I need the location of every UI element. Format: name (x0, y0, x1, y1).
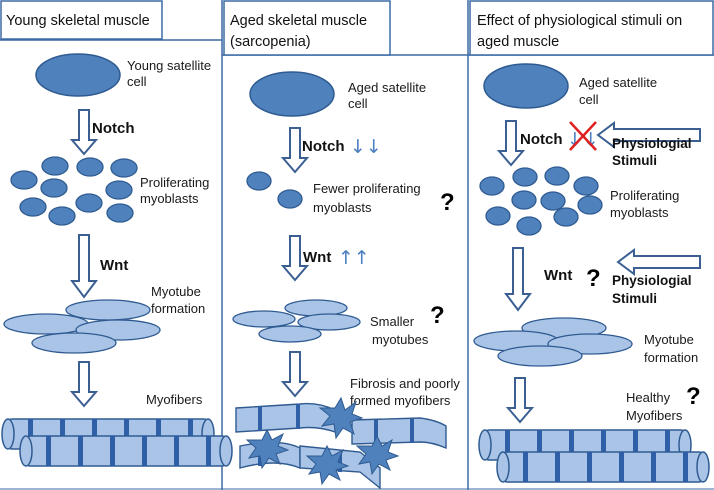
panel-young-title-box (0, 0, 163, 40)
stim-cell-label-1: Aged satellite (579, 75, 657, 90)
stim-myotubes (473, 317, 633, 367)
young-prolif-label-2: myoblasts (140, 191, 199, 206)
panel-stimuli-title-2: aged muscle (477, 34, 559, 50)
stim-tube-label-1: Myotube (644, 332, 694, 347)
stim-healthy-myofibers (478, 429, 710, 483)
stim-question-1: ? (586, 265, 601, 292)
stim-prolif-label-1: Proliferating (610, 188, 679, 203)
panel-aged-title-2: (sarcopenia) (230, 34, 311, 50)
young-fiber-label: Myofibers (146, 392, 203, 407)
panel-aged-title-1: Aged skeletal muscle (230, 13, 367, 29)
young-cell-label-1: Young satellite (127, 58, 211, 73)
young-myofibers (1, 418, 233, 467)
young-tube-label-1: Myotube (151, 284, 201, 299)
aged-notch-down-icon: ↓↓ (350, 136, 382, 158)
aged-wnt-label: Wnt (303, 249, 331, 266)
stim-notch-label: Notch (520, 131, 563, 148)
aged-tube-label-1: Smaller (370, 314, 415, 329)
aged-cell-label-1: Aged satellite (348, 80, 426, 95)
stim-fiber-label-1: Healthy (626, 390, 671, 405)
aged-arrow-fiber (282, 351, 308, 397)
stim-question-2: ? (686, 383, 701, 410)
aged-myotubes (232, 299, 361, 343)
young-myoblasts (10, 156, 138, 226)
aged-tube-label-2: myotubes (372, 332, 429, 347)
stim-arrow-fiber (507, 377, 533, 423)
stim-tube-label-2: formation (644, 350, 698, 365)
young-wnt-label: Wnt (100, 257, 128, 274)
aged-prolif-label-2: myoblasts (313, 200, 372, 215)
stim-stimuli-label-2b: Stimuli (612, 291, 657, 306)
aged-satellite-cell (249, 71, 335, 117)
aged-myoblasts (246, 171, 303, 209)
stim-prolif-label-2: myoblasts (610, 205, 669, 220)
young-satellite-cell (35, 53, 121, 97)
stim-stimuli-label-1a: Physiologial (612, 136, 692, 151)
young-prolif-label-1: Proliferating (140, 175, 209, 190)
panel-aged: Aged skeletal muscle (sarcopenia) Aged s… (223, 0, 460, 490)
stim-cross-icon (569, 121, 597, 151)
panel-aged-title-box (223, 0, 391, 56)
stim-fiber-label-2: Myofibers (626, 408, 683, 423)
stim-stimuli-arrow-1 (596, 121, 701, 149)
panel-stimuli: Effect of physiological stimuli on aged … (469, 0, 714, 483)
aged-question-2: ? (430, 302, 445, 329)
stim-satellite-cell (483, 63, 569, 109)
panel-stimuli-title-box (469, 0, 714, 56)
young-myotubes (3, 299, 161, 354)
aged-cell-label-2: cell (348, 96, 368, 111)
aged-fiber-label-2: formed myofibers (350, 393, 451, 408)
panel-young-title: Young skeletal muscle (6, 13, 150, 29)
stim-cell-label-2: cell (579, 92, 599, 107)
panel-young: Young skeletal muscle Young satellite ce… (0, 0, 233, 467)
stim-stimuli-arrow-2 (616, 248, 701, 276)
aged-fiber-label-1: Fibrosis and poorly (350, 376, 460, 391)
stim-myoblasts (479, 166, 603, 236)
young-cell-label-2: cell (127, 74, 147, 89)
stim-wnt-label: Wnt (544, 267, 572, 284)
aged-wnt-up-icon: ↑↑ (338, 247, 370, 269)
stim-arrow-wnt (505, 247, 531, 311)
panel-stimuli-title-1: Effect of physiological stimuli on (477, 13, 682, 29)
young-arrow-fiber (71, 361, 97, 407)
aged-question-1: ? (440, 189, 455, 216)
young-tube-label-2: formation (151, 301, 205, 316)
young-notch-label: Notch (92, 120, 135, 137)
stim-stimuli-label-1b: Stimuli (612, 153, 657, 168)
stim-stimuli-label-2a: Physiologial (612, 273, 692, 288)
aged-damaged-myofibers (235, 396, 447, 490)
aged-notch-label: Notch (302, 138, 345, 155)
aged-prolif-label-1: Fewer proliferating (313, 181, 421, 196)
young-arrow-wnt (71, 234, 97, 298)
